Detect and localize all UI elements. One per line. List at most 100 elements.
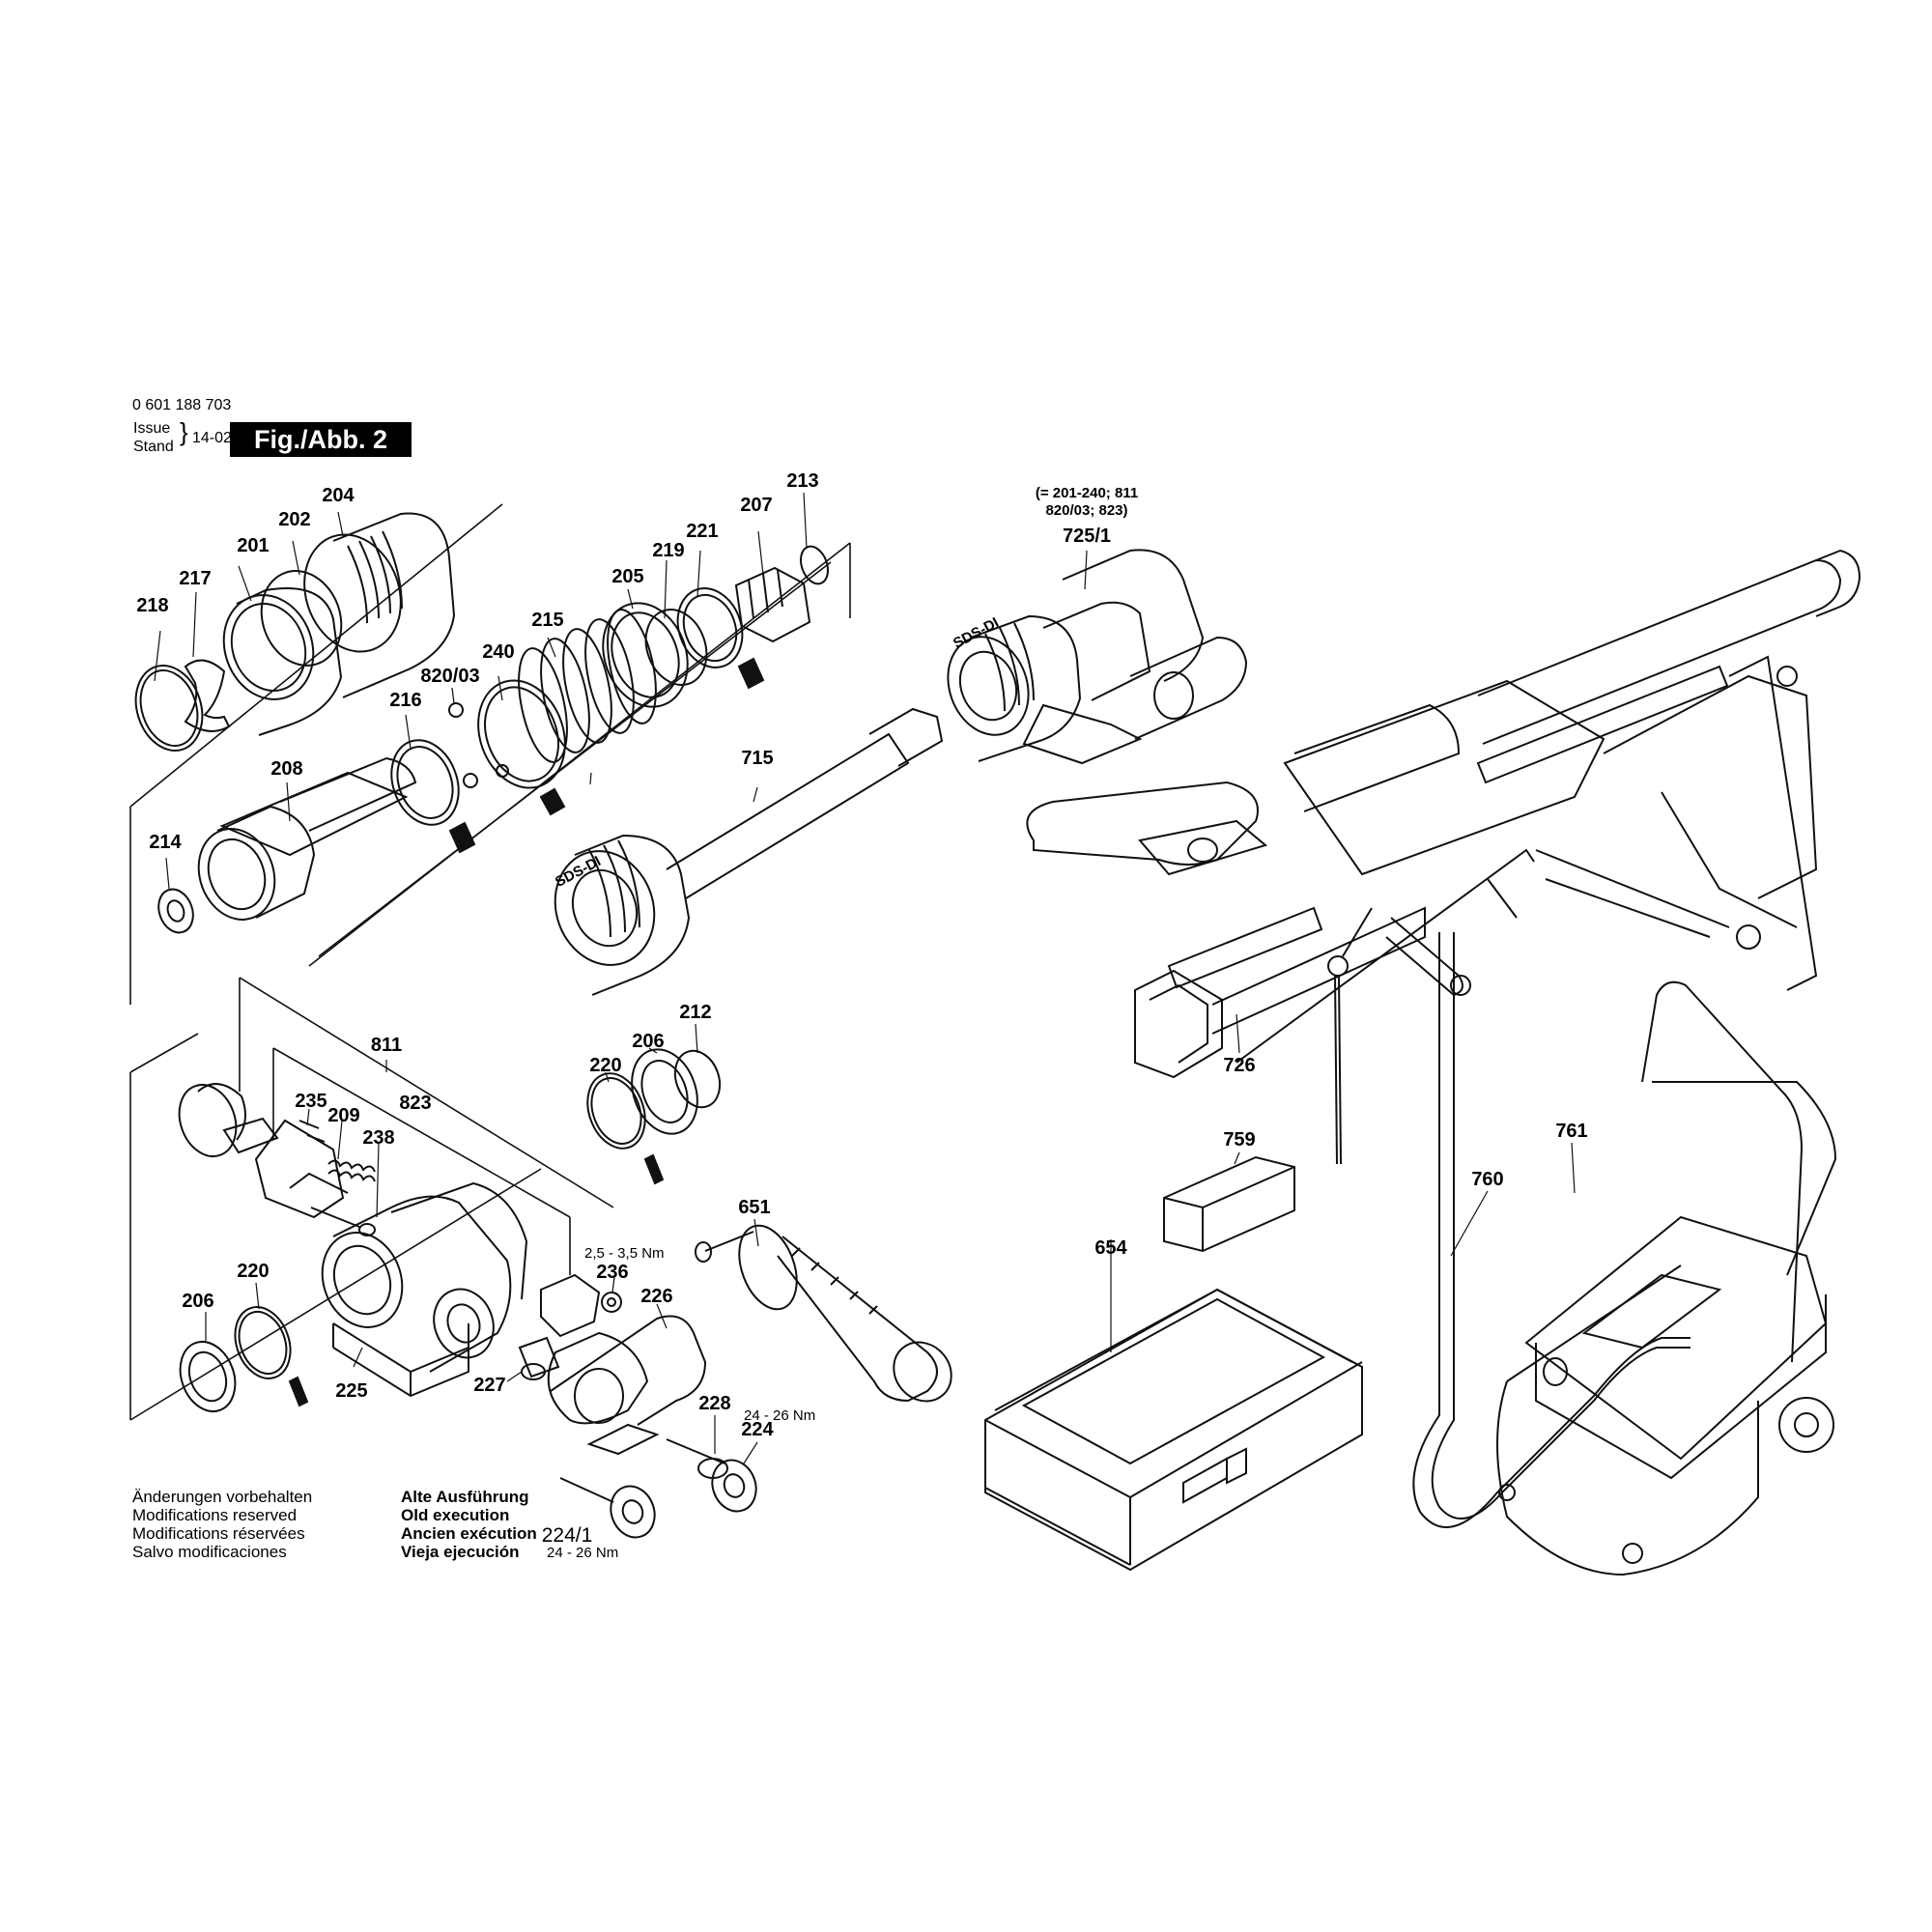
o-ring-213 — [796, 543, 833, 587]
retaining-ring-218 — [126, 657, 213, 759]
callout-235: 235 — [295, 1091, 327, 1112]
grease-tubes — [450, 659, 763, 852]
callout-221: 221 — [686, 521, 719, 542]
side-handle-651 — [696, 1217, 963, 1412]
callout-823: 823 — [399, 1093, 432, 1114]
callout-726: 726 — [1223, 1055, 1256, 1076]
knob-811 — [170, 1077, 277, 1165]
callout-220-lower: 220 — [237, 1261, 270, 1282]
callout-228: 228 — [698, 1393, 731, 1414]
old-execution-fr: Ancien exécution — [401, 1524, 537, 1543]
ring-221 — [668, 580, 753, 677]
screw-238 — [311, 1208, 375, 1236]
callout-811: 811 — [370, 1035, 403, 1056]
callout-207: 207 — [740, 495, 773, 516]
callout-205: 205 — [611, 566, 644, 587]
screw-228 — [667, 1439, 727, 1478]
ring-202 — [248, 559, 354, 676]
nut-224 — [705, 1454, 763, 1518]
callout-213: 213 — [786, 470, 819, 492]
vacuum-761 — [1497, 982, 1835, 1575]
part-number: 0 601 188 703 — [132, 397, 232, 413]
callout-218: 218 — [136, 595, 169, 616]
spindle-208 — [186, 758, 415, 930]
leader-lines — [155, 493, 1575, 1463]
callout-820-03: 820/03 — [420, 666, 480, 687]
shaft-715 — [539, 709, 942, 995]
callout-760: 760 — [1471, 1169, 1504, 1190]
old-execution-de: Alte Ausführung — [401, 1488, 529, 1506]
ring-220-lower — [226, 1299, 300, 1386]
clip-217 — [185, 661, 229, 731]
callout-651: 651 — [738, 1197, 771, 1218]
old-execution-en: Old execution — [401, 1506, 510, 1524]
torque-224: 24 - 26 Nm — [744, 1407, 816, 1424]
callout-209: 209 — [327, 1105, 360, 1126]
figure-label: Fig./Abb. 2 — [230, 422, 412, 457]
block-759 — [1164, 1157, 1294, 1251]
callout-206-lower: 206 — [182, 1291, 214, 1312]
callout-215: 215 — [531, 610, 564, 631]
modifications-note-es: Salvo modificaciones — [132, 1543, 287, 1561]
callout-224: 224 — [741, 1419, 774, 1440]
hose-760 — [1413, 932, 1690, 1527]
ring-240 — [464, 668, 580, 801]
chuck-725-1 — [935, 550, 1246, 763]
callout-201: 201 — [237, 535, 270, 556]
ring-206-lower — [171, 1334, 244, 1419]
callout-212: 212 — [679, 1002, 712, 1023]
modifications-note-de: Änderungen vorbehalten — [132, 1488, 313, 1506]
nut-224-1 — [560, 1478, 662, 1544]
callout-220: 220 — [589, 1055, 622, 1076]
spring-209 — [328, 1160, 375, 1181]
grease-tube-lower — [290, 1155, 663, 1406]
callout-654: 654 — [1094, 1237, 1127, 1259]
torque-224-1: 24 - 26 Nm — [547, 1545, 619, 1561]
callout-217: 217 — [179, 568, 212, 589]
elbow-226 — [549, 1317, 705, 1455]
stand-label: Stand — [133, 439, 174, 455]
callout-761: 761 — [1555, 1121, 1588, 1142]
plug-236 — [541, 1275, 621, 1336]
callout-224-1: 224/1 — [541, 1524, 593, 1547]
ring-219 — [636, 601, 717, 694]
old-execution-es: Vieja ejecución — [401, 1543, 520, 1561]
gear-207 — [736, 568, 810, 641]
group-frame-bottom — [130, 978, 613, 1420]
callout-208: 208 — [270, 758, 303, 780]
washer-214 — [153, 885, 199, 938]
sleeve-216 — [381, 730, 470, 834]
callout-238: 238 — [362, 1127, 395, 1149]
issue-label: Issue — [133, 420, 171, 437]
callout-214: 214 — [149, 832, 182, 853]
callout-236: 236 — [596, 1262, 629, 1283]
modifications-note-en: Modifications reserved — [132, 1506, 298, 1524]
callout-225: 225 — [335, 1380, 368, 1402]
callout-240: 240 — [482, 641, 515, 663]
callout-715: 715 — [741, 748, 774, 769]
sleeve-201 — [210, 582, 341, 735]
assembly-note-line2: 820/03; 823) — [1045, 502, 1128, 519]
callout-204: 204 — [322, 485, 355, 506]
drill-stand-machine — [1027, 551, 1860, 1164]
housing-225 — [309, 1183, 526, 1396]
ring-205 — [589, 591, 702, 719]
callout-227: 227 — [473, 1375, 506, 1396]
case-654 — [985, 1290, 1362, 1570]
torque-236: 2,5 - 3,5 Nm — [584, 1245, 665, 1262]
rings-middle — [578, 1040, 727, 1156]
callout-219: 219 — [652, 540, 685, 561]
modifications-note-fr: Modifications réservées — [132, 1524, 305, 1543]
lever-housing — [256, 1121, 348, 1217]
callout-725-1: 725/1 — [1062, 526, 1112, 547]
callout-216: 216 — [389, 690, 422, 711]
assembly-note-line1: (= 201-240; 811 — [1035, 485, 1139, 501]
callout-759: 759 — [1223, 1129, 1256, 1151]
callout-226: 226 — [640, 1286, 673, 1307]
callout-206: 206 — [632, 1031, 665, 1052]
callout-202: 202 — [278, 509, 311, 530]
cap-204 — [289, 514, 454, 697]
brace: } — [180, 417, 188, 446]
